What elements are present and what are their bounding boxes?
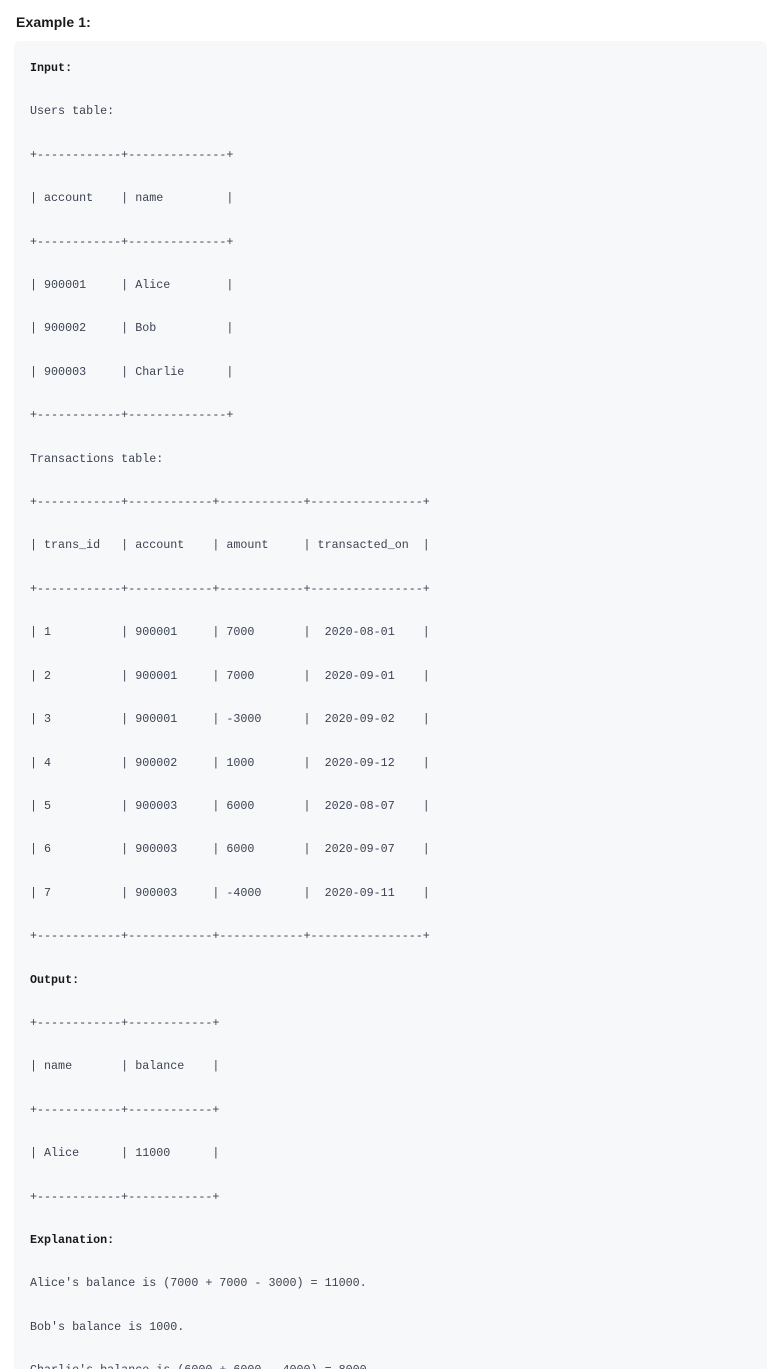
- code-line: | trans_id | account | amount | transact…: [30, 538, 430, 553]
- code-line: +------------+------------+------------+…: [30, 495, 430, 510]
- code-line: | 1 | 900001 | 7000 | 2020-08-01 |: [30, 625, 430, 640]
- code-line: | 900001 | Alice |: [30, 278, 234, 293]
- code-line: +------------+------------+: [30, 1015, 220, 1030]
- code-line: | 4 | 900002 | 1000 | 2020-09-12 |: [30, 755, 430, 770]
- example-code-block: Input: Users table: +------------+------…: [14, 41, 767, 1369]
- code-line: | 5 | 900003 | 6000 | 2020-08-07 |: [30, 798, 430, 813]
- code-line: +------------+------------+------------+…: [30, 581, 430, 596]
- example-code-text: Input: Users table: +------------+------…: [30, 58, 751, 1369]
- code-line: Users table:: [30, 104, 115, 119]
- code-line: | 3 | 900001 | -3000 | 2020-09-02 |: [30, 712, 430, 727]
- code-line: Bob's balance is 1000.: [30, 1319, 185, 1334]
- code-line: | 2 | 900001 | 7000 | 2020-09-01 |: [30, 668, 430, 683]
- code-line: +------------+------------+: [30, 1102, 220, 1117]
- code-line: | Alice | 11000 |: [30, 1146, 220, 1161]
- code-line: +------------+--------------+: [30, 408, 234, 423]
- code-line: +------------+--------------+: [30, 234, 234, 249]
- example-panel: Example 1: Input: Users table: +--------…: [16, 14, 430, 1369]
- code-line: Charlie's balance is (6000 + 6000 - 4000…: [30, 1360, 751, 1369]
- code-line: | 900002 | Bob |: [30, 321, 234, 336]
- code-lines-container: Input: Users table: +------------+------…: [30, 58, 751, 1369]
- code-line: | account | name |: [30, 191, 234, 206]
- code-line: +------------+------------+------------+…: [30, 929, 430, 944]
- code-line: +------------+------------+: [30, 1189, 220, 1204]
- code-line: | 900003 | Charlie |: [30, 364, 234, 379]
- page-title: Example 1:: [16, 14, 91, 30]
- code-label-line: Output:: [30, 972, 80, 987]
- code-label-line: Input:: [30, 61, 73, 75]
- code-line: | 6 | 900003 | 6000 | 2020-09-07 |: [30, 842, 430, 857]
- code-line: Alice's balance is (7000 + 7000 - 3000) …: [30, 1276, 367, 1291]
- code-line: | 7 | 900003 | -4000 | 2020-09-11 |: [30, 885, 430, 900]
- code-line: Transactions table:: [30, 451, 164, 466]
- code-label-line: Explanation:: [30, 1232, 115, 1247]
- code-line: +------------+--------------+: [30, 147, 234, 162]
- code-line: | name | balance |: [30, 1059, 220, 1074]
